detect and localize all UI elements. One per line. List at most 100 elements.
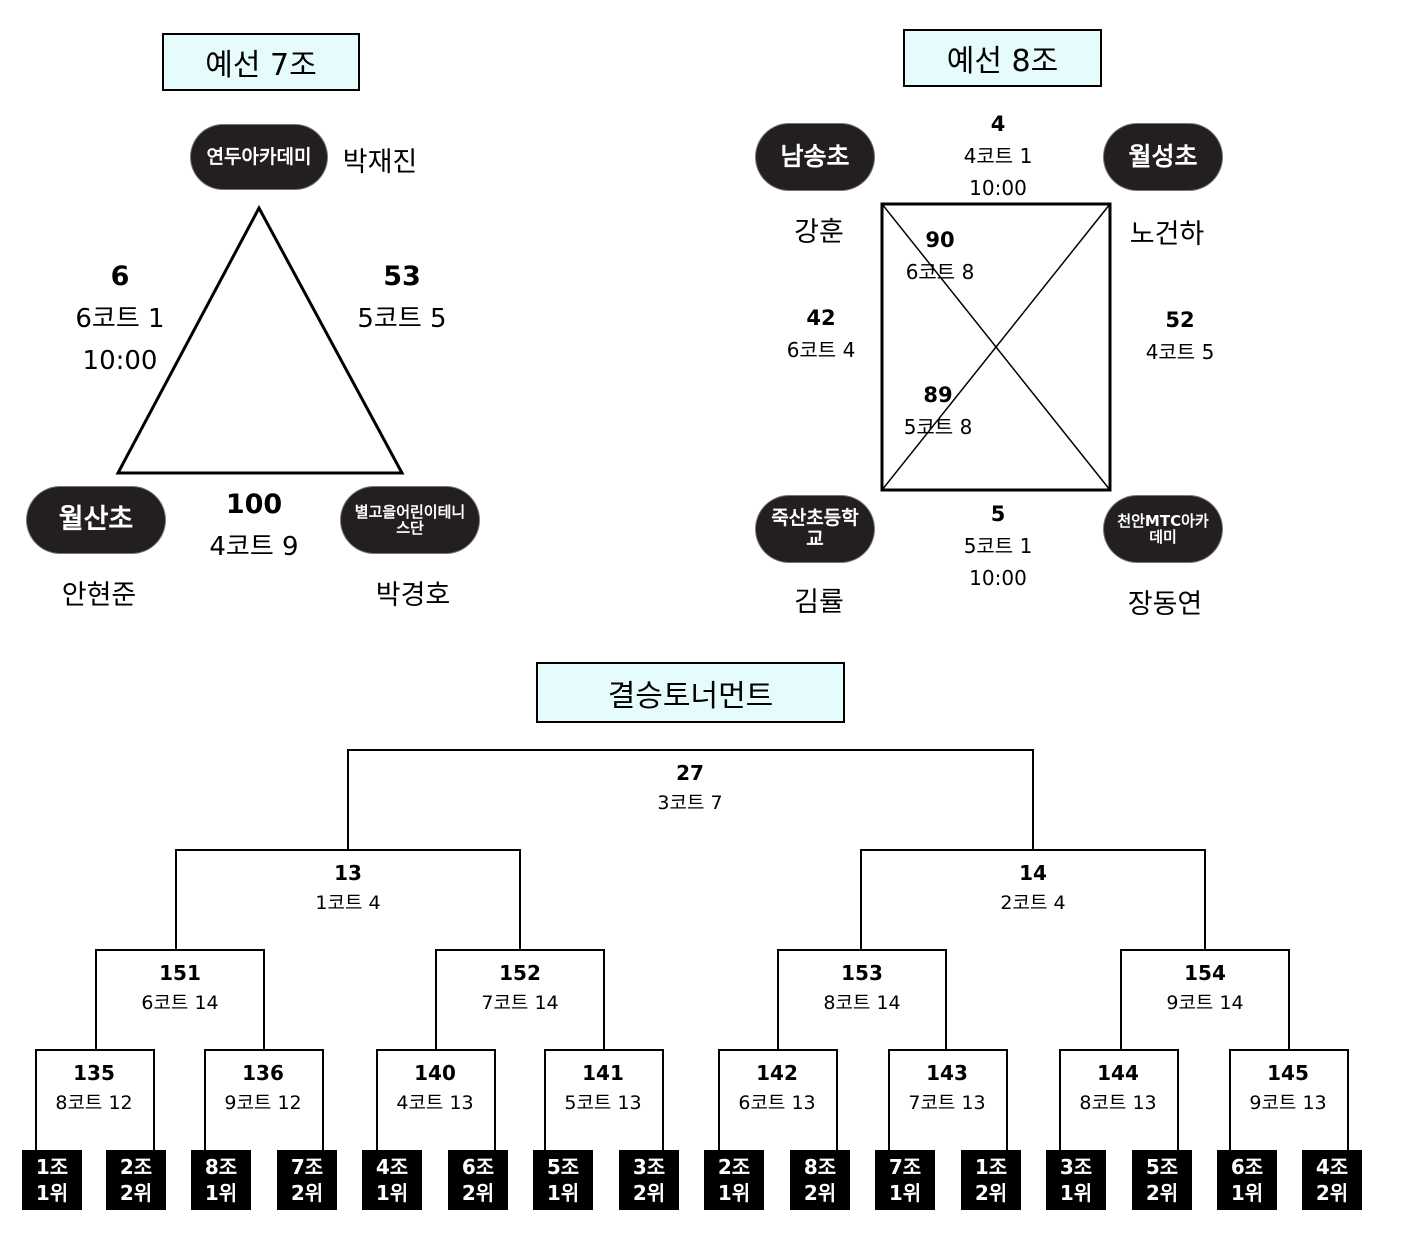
round16-match-1: 135 8코트 12 xyxy=(35,1058,153,1118)
seed-group: 3조 xyxy=(1059,1155,1093,1179)
group7-team-2-school: 월산초 xyxy=(27,487,165,553)
group7-match-53: 53 5코트 5 xyxy=(342,256,462,340)
match-number: 4 xyxy=(990,112,1006,136)
finals-title: 결승토너먼트 xyxy=(536,662,845,723)
seed-group: 4조 xyxy=(375,1155,409,1179)
semi-match-1: 13 1코트 4 xyxy=(288,858,408,918)
seed-group: 4조 xyxy=(1315,1155,1349,1179)
seed-group: 8조 xyxy=(204,1155,238,1179)
seed-rank: 1위 xyxy=(546,1181,580,1205)
match-court: 5코트 8 xyxy=(903,415,973,439)
match-court: 5코트 1 xyxy=(963,534,1033,558)
seed-rank: 1위 xyxy=(717,1181,751,1205)
match-number: 13 xyxy=(334,861,362,885)
group8-square xyxy=(880,202,1112,492)
match-court: 9코트 14 xyxy=(1166,992,1244,1014)
quarter-match-4: 154 9코트 14 xyxy=(1145,958,1265,1018)
group8-team-1-school: 남송초 xyxy=(756,124,874,190)
seed-rank: 2위 xyxy=(974,1181,1008,1205)
match-court: 6코트 13 xyxy=(738,1092,816,1114)
seed-group: 7조 xyxy=(888,1155,922,1179)
seed-rank: 1위 xyxy=(888,1181,922,1205)
match-court: 7코트 14 xyxy=(481,992,559,1014)
match-number: 153 xyxy=(841,961,883,985)
group8-team-2-school: 월성초 xyxy=(1104,124,1222,190)
match-number: 42 xyxy=(806,306,836,330)
group7-match-100: 100 4코트 9 xyxy=(194,484,314,568)
match-number: 151 xyxy=(159,961,201,985)
match-number: 154 xyxy=(1184,961,1226,985)
group8-match-5: 5 5코트 1 10:00 xyxy=(938,498,1058,594)
match-court: 8코트 12 xyxy=(55,1092,133,1114)
seed-group: 8조 xyxy=(803,1155,837,1179)
match-number: 152 xyxy=(499,961,541,985)
group7-triangle xyxy=(115,204,405,475)
group8-match-90: 90 6코트 8 xyxy=(880,224,1000,288)
seed-group: 5조 xyxy=(1145,1155,1179,1179)
seed-rank: 2위 xyxy=(461,1181,495,1205)
round16-match-4: 141 5코트 13 xyxy=(544,1058,662,1118)
group8-title: 예선 8조 xyxy=(903,29,1102,87)
bracket-lines xyxy=(35,749,1349,1150)
match-court: 2코트 4 xyxy=(1000,892,1066,914)
group7-match-6: 6 6코트 1 10:00 xyxy=(60,256,180,382)
group8-team-2-player: 노건하 xyxy=(1129,219,1205,250)
round16-match-3: 140 4코트 13 xyxy=(376,1058,494,1118)
seed-group: 7조 xyxy=(290,1155,324,1179)
match-number: 140 xyxy=(414,1061,456,1085)
seed-group: 1조 xyxy=(974,1155,1008,1179)
group8-match-89: 89 5코트 8 xyxy=(878,379,998,443)
quarter-match-2: 152 7코트 14 xyxy=(460,958,580,1018)
match-court: 7코트 13 xyxy=(908,1092,986,1114)
group7-team-3-player: 박경호 xyxy=(375,580,451,611)
match-court: 1코트 4 xyxy=(315,892,381,914)
match-court: 6코트 14 xyxy=(141,992,219,1014)
match-time: 10:00 xyxy=(969,176,1027,200)
seed-rank: 2위 xyxy=(290,1181,324,1205)
seed-group: 6조 xyxy=(1230,1155,1264,1179)
group7-team-1-player: 박재진 xyxy=(342,147,418,178)
group8-match-42: 42 6코트 4 xyxy=(761,302,881,366)
match-court: 6코트 8 xyxy=(905,260,975,284)
match-number: 136 xyxy=(242,1061,284,1085)
seed-group: 3조 xyxy=(632,1155,666,1179)
group7-team-3-school: 별고을어린이테니스단 xyxy=(341,487,479,553)
match-court: 9코트 13 xyxy=(1249,1092,1327,1114)
seed-rank: 1위 xyxy=(375,1181,409,1205)
round16-match-7: 144 8코트 13 xyxy=(1059,1058,1177,1118)
round16-match-2: 136 9코트 12 xyxy=(204,1058,322,1118)
round16-match-5: 142 6코트 13 xyxy=(718,1058,836,1118)
match-court: 6코트 1 xyxy=(75,304,165,334)
match-court: 4코트 5 xyxy=(1145,340,1215,364)
seed-rank: 1위 xyxy=(1230,1181,1264,1205)
group8-team-3-school: 죽산초등학교 xyxy=(756,496,874,562)
match-number: 52 xyxy=(1165,308,1195,332)
group7-title: 예선 7조 xyxy=(162,33,360,91)
match-number: 144 xyxy=(1097,1061,1139,1085)
seed-rank: 1위 xyxy=(35,1181,69,1205)
match-number: 5 xyxy=(990,502,1006,526)
group7-team-2-player: 안현준 xyxy=(61,580,137,611)
group8-team-3-player: 김률 xyxy=(794,587,844,618)
seed-rank: 2위 xyxy=(1315,1181,1349,1205)
seed-group: 1조 xyxy=(35,1155,69,1179)
match-number: 141 xyxy=(582,1061,624,1085)
final-match: 27 3코트 7 xyxy=(630,758,750,818)
match-number: 27 xyxy=(676,761,704,785)
seed-rank: 2위 xyxy=(1145,1181,1179,1205)
match-court: 4코트 9 xyxy=(209,532,299,562)
group8-team-1-player: 강훈 xyxy=(794,217,844,248)
quarter-match-3: 153 8코트 14 xyxy=(802,958,922,1018)
